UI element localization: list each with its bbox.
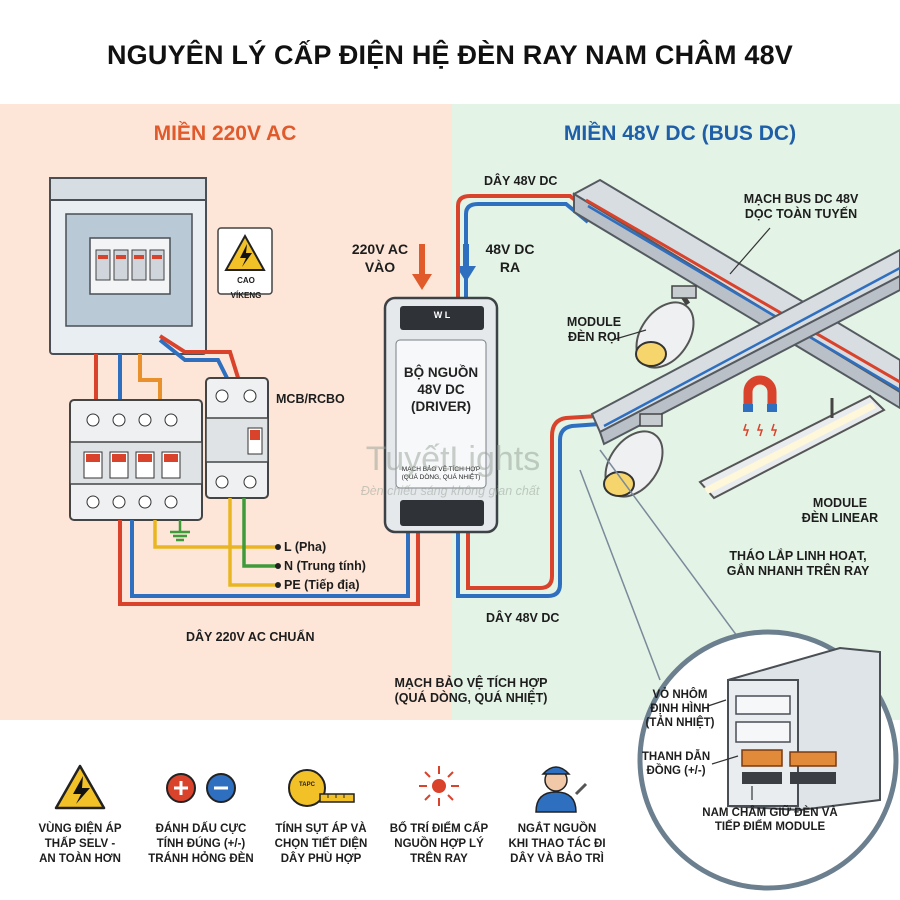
inset-housing-label: VỎ NHÔM ĐỊNH HÌNH (TẢN NHIỆT) — [640, 688, 720, 730]
tape-measure-icon — [289, 770, 354, 806]
flex-label: THÁO LẮP LINH HOẠT, GẮN NHANH TRÊN RAY — [712, 549, 884, 579]
wire-l-label: L (Pha) — [284, 540, 326, 555]
dc-wire-top-label: DÂY 48V DC — [484, 174, 557, 189]
ac-cable-label: DÂY 220V AC CHUẨN — [186, 630, 315, 645]
bus-label: MẠCH BUS DC 48V DỌC TOÀN TUYẾN — [726, 192, 876, 222]
tip-disconnect: NGẮT NGUỒN KHI THAO TÁC ĐI DÂY VÀ BẢO TR… — [482, 822, 632, 867]
linear-label: MODULE ĐÈN LINEAR — [790, 496, 890, 526]
warning-icon — [56, 766, 104, 808]
mcb-label: MCB/RCBO — [276, 392, 345, 407]
driver-title: BỘ NGUỒN 48V DC (DRIVER) — [396, 364, 486, 415]
polarity-icon — [167, 774, 235, 802]
driver-terminals: W L — [400, 310, 484, 320]
mcb — [206, 378, 268, 498]
linear-light — [700, 396, 884, 498]
watermark-tagline: Đèn chiếu sáng không gian chất — [310, 484, 590, 498]
ac-in-label: 220V AC VÀO — [340, 240, 420, 276]
watermark-brand: TuyếtLights — [318, 440, 588, 479]
inset-copper-label: THANH DẪN ĐỒNG (+/-) — [636, 750, 716, 778]
dc-out-label: 48V DC RA — [470, 240, 550, 276]
wire-n-label: N (Trung tính) — [284, 559, 366, 574]
wire-pe-label: PE (Tiếp địa) — [284, 578, 359, 593]
magnet-icon — [743, 380, 777, 436]
technician-icon — [536, 767, 586, 812]
inset-magnet-label: NAM CHÂM GIỮ ĐÈN VÀ TIẾP ĐIỂM MODULE — [680, 806, 860, 834]
power-point-icon — [419, 766, 459, 806]
distribution-board — [50, 178, 206, 354]
spot-label: MODULE ĐÈN RỌI — [554, 315, 634, 345]
rcbo-4pole — [70, 400, 202, 520]
protection-label: MẠCH BẢO VỆ TÍCH HỢP (QUÁ DÒNG, QUÁ NHIỆ… — [376, 676, 566, 706]
warning-sign-label: CAO VÍKENG — [222, 273, 270, 303]
dc-wire-bottom-label: DÂY 48V DC — [486, 611, 559, 626]
tape-label: TAPC — [295, 782, 319, 788]
